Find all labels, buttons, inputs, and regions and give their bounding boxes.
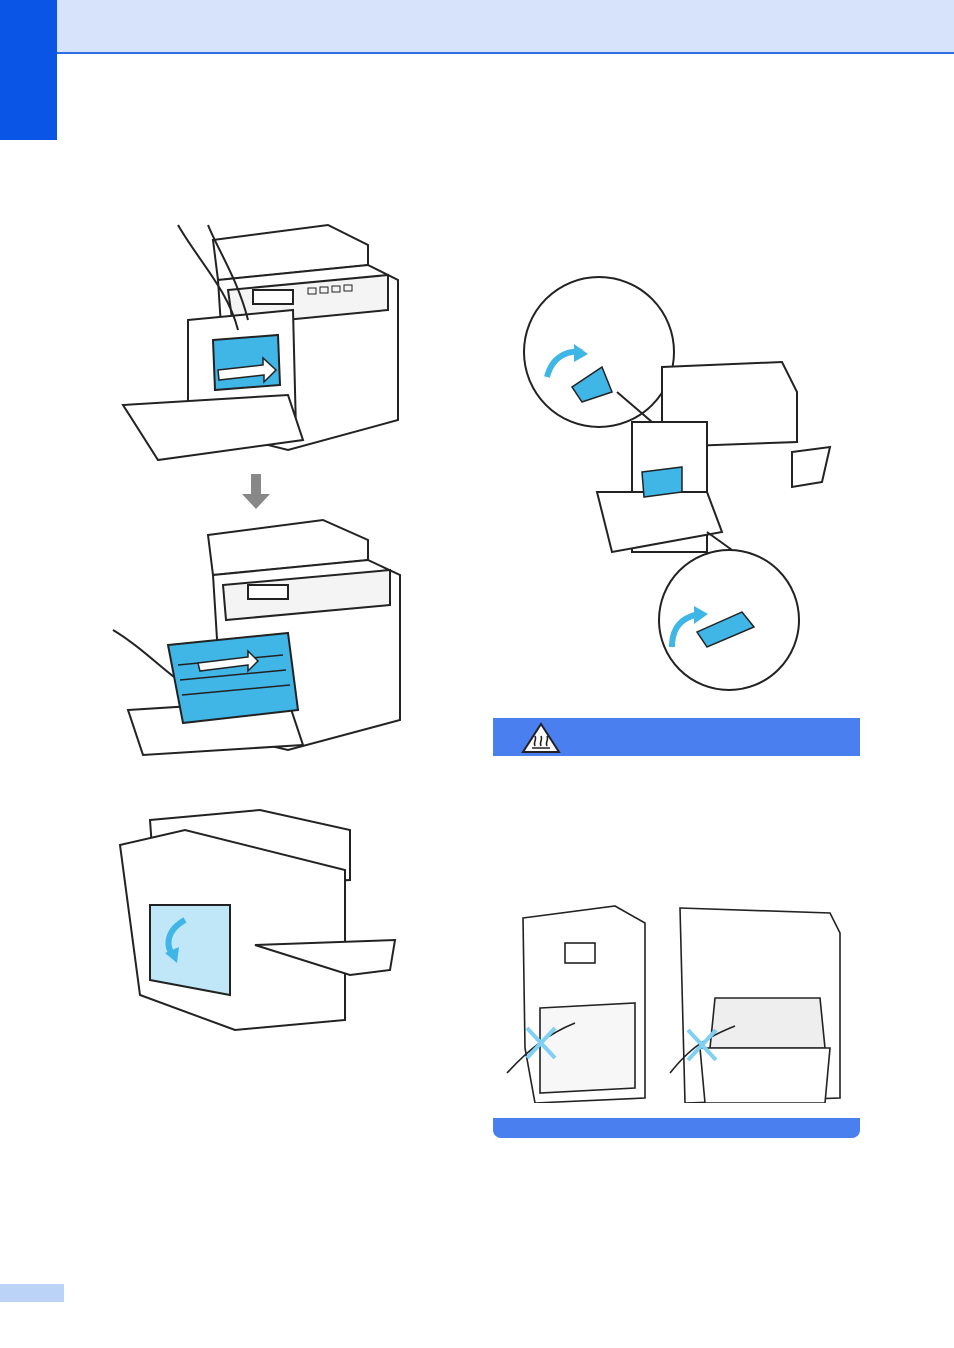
fuser-cover-levers-illustration <box>522 272 832 692</box>
caution-header <box>493 718 860 756</box>
caution-footer <box>493 1118 860 1138</box>
hot-parts-warning-illustration <box>505 898 850 1103</box>
chapter-tab <box>0 0 57 140</box>
back-cover-open-illustration <box>115 805 400 1035</box>
drum-unit-pulled-illustration <box>108 515 408 760</box>
page-footer-tab <box>0 1284 64 1302</box>
hot-surface-icon <box>521 722 561 754</box>
caution-box <box>493 718 860 1138</box>
drum-unit-removal-illustration <box>118 220 418 470</box>
down-arrow-icon <box>241 474 271 510</box>
page-header-band <box>0 0 954 54</box>
